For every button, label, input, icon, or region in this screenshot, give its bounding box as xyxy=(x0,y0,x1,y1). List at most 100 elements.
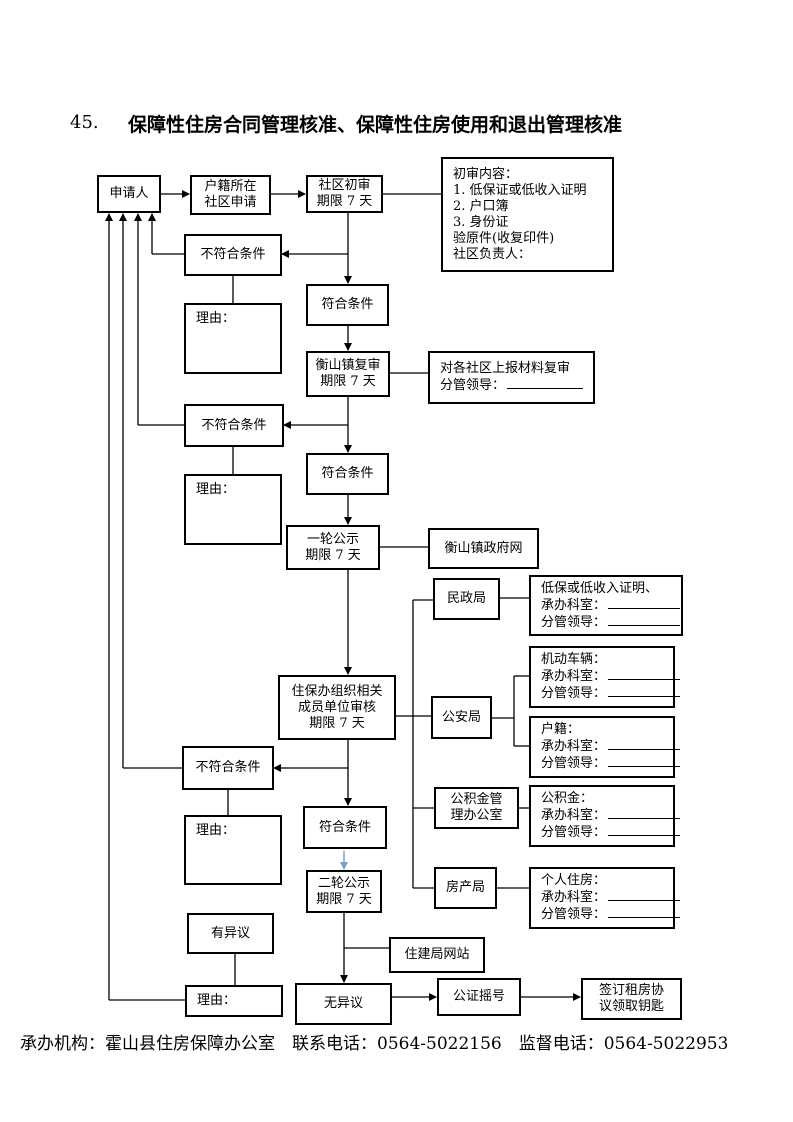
not-qualified-label-2: 不符合条件 xyxy=(201,417,267,433)
second-publicity-line-1: 二轮公示 xyxy=(317,875,370,891)
second-publicity-line-2: 期限 7 天 xyxy=(316,891,372,907)
first-publicity-box: 一轮公示 期限 7 天 xyxy=(286,525,380,570)
housing-note-leader-blank xyxy=(608,906,681,918)
town-review-line-2: 期限 7 天 xyxy=(320,374,376,389)
housing-bureau-label: 房产局 xyxy=(445,880,485,895)
town-note-line-1: 对各社区上报材料复审 xyxy=(440,361,571,376)
applicant-box: 申请人 xyxy=(97,175,161,213)
qualified-label-2: 符合条件 xyxy=(321,466,374,481)
office-review-line-2: 成员单位审核 xyxy=(297,699,376,715)
office-review-line-3: 期限 7 天 xyxy=(309,715,365,731)
vehicle-note-line-1: 机动车辆： xyxy=(541,652,607,667)
no-objection-box: 无异议 xyxy=(295,983,392,1025)
initial-content-box: 初审内容： 1. 低保证或低收入证明 2. 户口簿 3. 身份证 验原件(收复印… xyxy=(441,157,614,272)
lottery-label: 公证摇号 xyxy=(452,989,505,1004)
town-review-line-1: 衡山镇复审 xyxy=(315,358,381,373)
lottery-box: 公证摇号 xyxy=(437,978,521,1016)
hukou-note-line-3: 分管领导： xyxy=(541,755,681,772)
sign-contract-line-1: 签订租房协 xyxy=(598,983,664,998)
first-publicity-line-2: 期限 7 天 xyxy=(305,547,361,563)
hukou-apply-box: 户籍所在 社区申请 xyxy=(190,175,271,215)
civil-affairs-label: 民政局 xyxy=(446,591,486,606)
heading-number: 45. xyxy=(70,112,99,133)
initial-content-line-5: 验原件(收复印件) xyxy=(453,230,555,246)
fund-note-leader-label: 分管领导： xyxy=(541,825,607,840)
civil-note-line-3: 分管领导： xyxy=(541,614,681,631)
hukou-note-line-2: 承办科室： xyxy=(541,738,681,755)
hukou-note-line-1: 户籍： xyxy=(541,722,581,737)
community-review-box: 社区初审 期限 7 天 xyxy=(306,175,383,213)
reason-label-2: 理由： xyxy=(196,482,236,497)
housing-note-box: 个人住房： 承办科室： 分管领导： xyxy=(529,867,681,929)
qualified-box-3: 符合条件 xyxy=(303,806,387,849)
town-website-box: 衡山镇政府网 xyxy=(428,528,539,569)
fund-note-line-3: 分管领导： xyxy=(541,824,681,841)
reason-box-2: 理由： xyxy=(184,474,282,545)
page-title: 保障性住房合同管理核准、保障性住房使用和退出管理核准 xyxy=(128,114,623,136)
reason-box-1: 理由： xyxy=(184,303,282,374)
vehicle-note-dept-blank xyxy=(608,668,681,680)
housing-note-line-2: 承办科室： xyxy=(541,889,681,906)
initial-content-line-1: 初审内容： xyxy=(453,166,519,182)
fund-note-line-1: 公积金： xyxy=(541,791,594,806)
community-review-line-1: 社区初审 xyxy=(318,178,371,193)
qualified-box-2: 符合条件 xyxy=(306,453,389,495)
qualified-box-1: 符合条件 xyxy=(306,284,389,326)
civil-affairs-box: 民政局 xyxy=(433,578,500,620)
reason-box-3: 理由： xyxy=(184,815,282,885)
not-qualified-label-1: 不符合条件 xyxy=(200,247,266,262)
objection-label: 有异议 xyxy=(210,925,250,941)
no-objection-label: 无异议 xyxy=(323,996,363,1011)
vehicle-note-line-2: 承办科室： xyxy=(541,668,681,685)
initial-content-line-6: 社区负责人： xyxy=(453,246,532,262)
initial-content-line-2: 1. 低保证或低收入证明 xyxy=(453,182,587,198)
civil-note-line-2: 承办科室： xyxy=(541,597,681,614)
housing-note-dept-label: 承办科室： xyxy=(541,890,607,905)
housing-note-line-3: 分管领导： xyxy=(541,906,681,923)
fund-note-leader-blank xyxy=(608,824,681,836)
second-publicity-box: 二轮公示 期限 7 天 xyxy=(306,870,382,913)
sign-contract-box: 签订租房协 议领取钥匙 xyxy=(581,978,682,1020)
police-label: 公安局 xyxy=(441,709,481,725)
civil-note-dept-blank xyxy=(608,597,681,609)
not-qualified-box-1: 不符合条件 xyxy=(184,234,282,276)
qualified-label-3: 符合条件 xyxy=(318,819,371,835)
fund-note-dept-label: 承办科室： xyxy=(541,808,607,823)
qualified-label-1: 符合条件 xyxy=(321,297,374,312)
housing-note-line-1: 个人住房： xyxy=(541,873,607,888)
town-note-line-2: 分管领导： xyxy=(440,377,584,394)
reason-label-1: 理由： xyxy=(196,311,236,326)
vehicle-note-box: 机动车辆： 承办科室： 分管领导： xyxy=(529,646,681,708)
hukou-note-dept-label: 承办科室： xyxy=(541,739,607,754)
office-review-box: 住保办组织相关 成员单位审核 期限 7 天 xyxy=(278,675,396,740)
vehicle-note-leader-label: 分管领导： xyxy=(541,686,607,701)
town-review-box: 衡山镇复审 期限 7 天 xyxy=(306,351,390,397)
housing-note-leader-label: 分管领导： xyxy=(541,907,607,922)
hukou-note-dept-blank xyxy=(608,738,681,750)
community-review-line-2: 期限 7 天 xyxy=(316,194,373,209)
fund-office-line-1: 公积金管 xyxy=(450,792,503,807)
town-note-leader-label: 分管领导： xyxy=(440,378,506,393)
vehicle-note-dept-label: 承办科室： xyxy=(541,669,607,684)
civil-note-leader-blank xyxy=(608,614,681,626)
not-qualified-box-3: 不符合条件 xyxy=(182,746,274,790)
vehicle-note-line-3: 分管领导： xyxy=(541,685,681,702)
fund-office-line-2: 理办公室 xyxy=(450,808,503,823)
reason-label-3: 理由： xyxy=(196,823,236,838)
town-note-blank xyxy=(507,377,584,389)
sign-contract-line-2: 议领取钥匙 xyxy=(598,999,664,1014)
objection-box: 有异议 xyxy=(187,913,274,954)
first-publicity-line-1: 一轮公示 xyxy=(306,531,359,547)
vehicle-note-leader-blank xyxy=(608,685,681,697)
reason-label-4: 理由： xyxy=(197,993,237,1008)
housing-note-dept-blank xyxy=(608,889,681,901)
hukou-note-box: 户籍： 承办科室： 分管领导： xyxy=(529,716,681,778)
hukou-apply-line-1: 户籍所在 xyxy=(204,179,257,194)
construction-website-box: 住建局网站 xyxy=(389,937,485,973)
town-note-box: 对各社区上报材料复审 分管领导： xyxy=(428,351,595,404)
not-qualified-box-2: 不符合条件 xyxy=(184,404,284,447)
fund-office-box: 公积金管 理办公室 xyxy=(434,787,519,829)
fund-note-line-2: 承办科室： xyxy=(541,807,681,824)
civil-note-box: 低保或低收入证明、 承办科室： 分管领导： xyxy=(529,575,683,636)
